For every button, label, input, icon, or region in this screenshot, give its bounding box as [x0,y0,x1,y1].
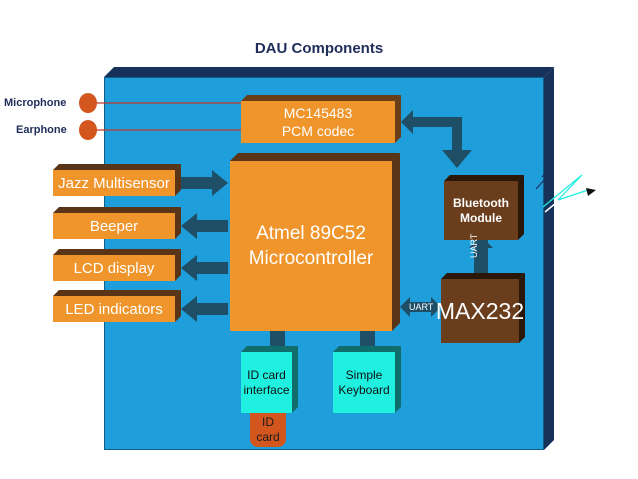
keyboard-line1: Simple [345,367,383,382]
microcontroller-block: Atmel 89C52 Microcontroller [230,161,392,331]
uart-horizontal-label: UART [409,302,434,312]
codec-description: PCM codec [281,123,355,139]
id-card-interface-block: ID card interface [241,352,292,413]
earphone-label: Earphone [16,124,67,136]
id-card-line1: ID [262,415,274,429]
audio-jack-icons [79,93,97,140]
keyboard-line2: Keyboard [338,382,390,397]
microphone-label: Microphone [4,97,67,109]
diagram-title: DAU Components [254,40,384,57]
led-indicators-block: LED indicators [53,296,175,322]
max232-block: MAX232 [436,279,524,343]
id-card-interface-line2: interface [243,382,290,397]
lcd-display-block: LCD display [53,255,175,281]
bluetooth-label-line2: Module [460,210,502,225]
mcu-part-number: Atmel 89C52 [256,223,366,244]
bluetooth-label-line1: Bluetooth [453,195,509,210]
pcm-codec-block: MC145483 PCM codec [241,101,395,143]
id-card-interface-line1: ID card [247,367,286,382]
id-card-line2: card [256,430,280,444]
mcu-description: Microcontroller [248,248,374,269]
beeper-block: Beeper [53,213,175,239]
uart-vertical-label: UART [469,233,479,258]
codec-part-number: MC145483 [283,105,353,121]
simple-keyboard-block: Simple Keyboard [333,352,395,413]
bluetooth-module-block: Bluetooth Module [444,181,518,240]
id-card-block: ID card [250,413,286,447]
jazz-multisensor-block: Jazz Multisensor [53,170,175,196]
